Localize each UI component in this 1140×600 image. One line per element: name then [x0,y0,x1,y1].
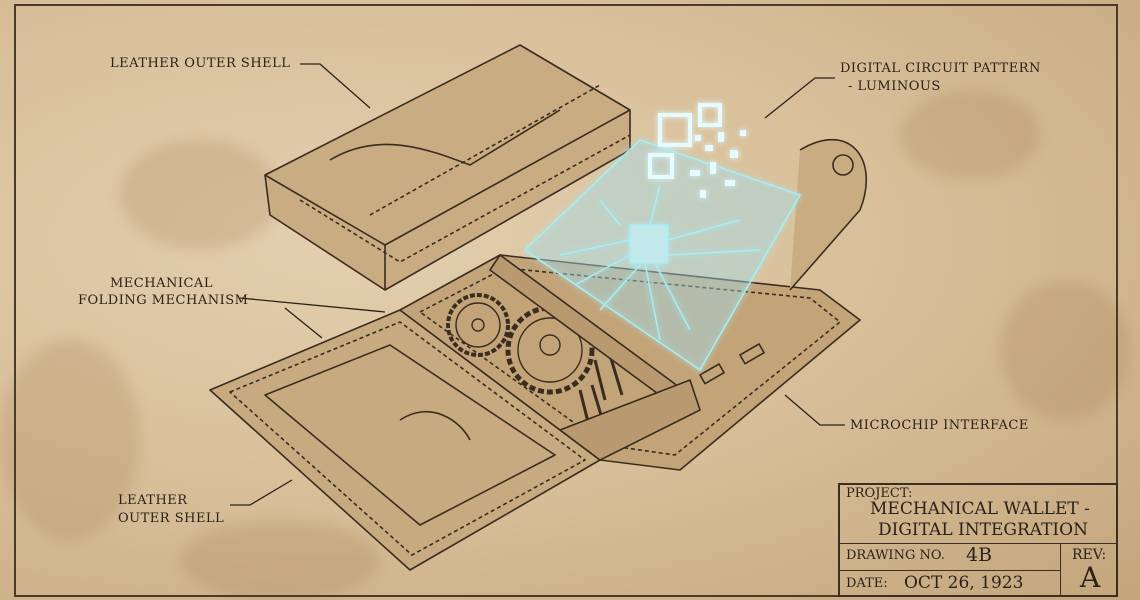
project-title-line2: DIGITAL INTEGRATION [878,520,1088,540]
label-top-leather-shell: LEATHER OUTER SHELL [110,56,291,71]
drawing-number-value: 4B [966,544,993,566]
paper-stain [180,520,380,600]
hinge-bracket [559,379,701,461]
divider [840,543,1116,544]
label-bottom-outer-shell: OUTER SHELL [118,511,225,526]
drawing-number-label: DRAWING NO. [846,548,945,563]
divider [1060,543,1061,597]
title-block: PROJECT: MECHANICAL WALLET - DIGITAL INT… [838,483,1118,597]
revision-label: REV: [1072,547,1107,563]
project-label: PROJECT: [846,486,913,501]
microchip-port [739,343,765,365]
paper-stain [120,140,280,250]
label-folding-mechanism: FOLDING MECHANISM [78,293,249,308]
qr-code-icon [648,103,746,198]
divider [840,570,1060,571]
microchip-port [699,363,725,385]
paper-stain [1000,280,1130,420]
drawing-border [14,4,1118,597]
label-bottom-shell: LEATHER [118,493,188,508]
label-circuit-luminous: - LUMINOUS [848,79,941,94]
paper-stain [0,340,140,540]
label-circuit-pattern: DIGITAL CIRCUIT PATTERN [840,61,1041,76]
label-microchip-interface: MICROCHIP INTERFACE [850,418,1029,433]
date-label: DATE: [846,576,888,591]
gear-mechanism [446,293,624,431]
paper-stain [900,90,1040,180]
luminous-circuit-card [523,103,802,372]
top-leather-shell [264,44,631,291]
revision-value: A [1080,561,1101,594]
project-title-line1: MECHANICAL WALLET - [870,499,1090,519]
date-value: OCT 26, 1923 [904,573,1024,593]
label-mechanism: MECHANICAL [110,276,213,291]
leader-lines [230,63,845,506]
